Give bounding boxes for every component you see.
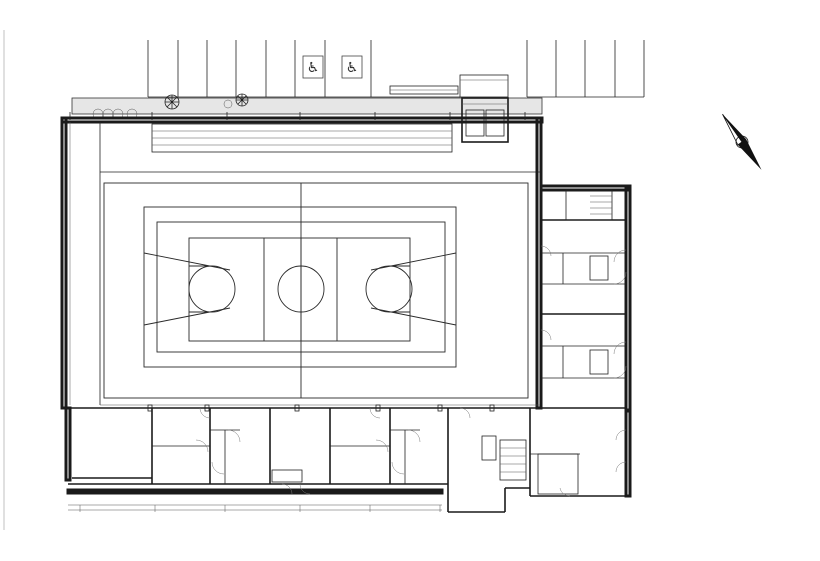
parking-lot-left <box>147 40 372 97</box>
left-free-throw-circle <box>188 265 236 313</box>
gym-west-wall <box>60 116 68 410</box>
south-wing <box>64 406 449 512</box>
entrance-ramp <box>389 74 509 98</box>
right-three-point-line <box>370 252 457 271</box>
basketball-court <box>188 237 411 342</box>
north-arrow-icon <box>722 113 762 170</box>
gym-east-wall <box>535 116 543 410</box>
wheelchair-icon: ♿ <box>346 60 359 76</box>
planting-strip <box>71 97 543 115</box>
bleachers <box>151 123 453 153</box>
tree-icon <box>164 94 180 110</box>
accessible-parking-space-2: ♿ <box>341 55 363 79</box>
handball-court <box>143 206 457 368</box>
north-wall-columns <box>69 112 526 120</box>
gym-north-wall <box>60 116 544 124</box>
center-circle <box>277 265 325 313</box>
outer-court-boundary <box>103 182 529 399</box>
volleyball-court <box>156 221 446 353</box>
parking-lot-right <box>526 40 645 98</box>
tree-icon <box>223 93 249 109</box>
right-free-throw-circle <box>365 265 413 313</box>
left-three-point-line <box>143 252 231 271</box>
east-wing <box>539 184 632 413</box>
wheelchair-icon: ♿ <box>307 60 320 76</box>
gym-south-openings <box>147 404 495 412</box>
southeast-wing <box>448 407 632 513</box>
accessible-parking-space-1: ♿ <box>302 55 324 79</box>
